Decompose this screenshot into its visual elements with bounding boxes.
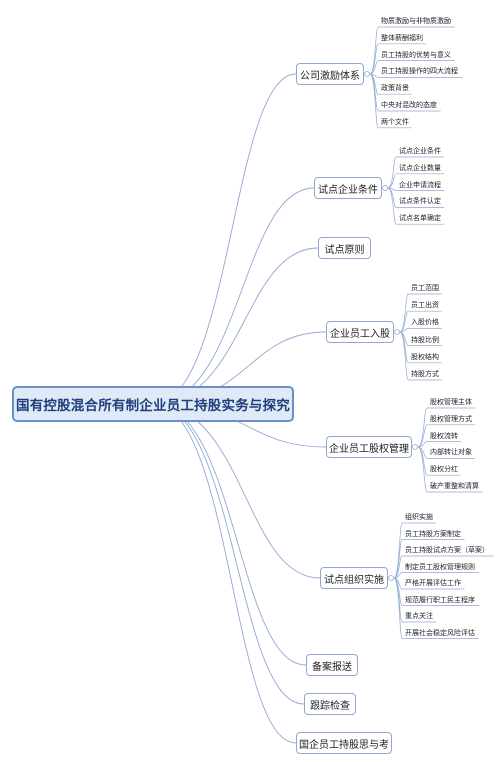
leaf-pilot-enterprise[interactable]: 企业申请流程 [399, 180, 441, 189]
connector-line [417, 446, 428, 493]
leaf-pilot-enterprise[interactable]: 试点企业数量 [399, 163, 441, 172]
leaf-equity-management[interactable]: 股权流转 [430, 431, 458, 440]
collapse-toggle-icon[interactable] [364, 71, 370, 77]
connector-line [399, 331, 409, 381]
leaf-employee-shares[interactable]: 持股方式 [411, 370, 439, 378]
collapse-toggle-icon[interactable] [394, 329, 400, 335]
topic-tracking[interactable]: 跟踪检查 [304, 693, 356, 715]
connector-line [393, 539, 403, 579]
topic-employee-shares[interactable]: 企业员工入股 [326, 321, 394, 343]
leaf-employee-shares[interactable]: 入股价格 [411, 318, 439, 327]
collapse-toggle-icon[interactable] [412, 444, 418, 450]
leaf-employee-shares[interactable]: 员工范围 [411, 284, 439, 292]
connector-line [417, 407, 428, 448]
connector-line [387, 173, 397, 189]
leaf-incentive[interactable]: 物质激励与非物质激励 [381, 17, 451, 25]
leaf-organization[interactable]: 重点关注 [405, 612, 433, 620]
collapse-toggle-icon[interactable] [382, 185, 388, 191]
connector-line [152, 247, 319, 405]
leaf-organization[interactable]: 员工持股方案制定 [405, 529, 461, 538]
leaf-incentive[interactable]: 整体薪酬福利 [381, 33, 423, 42]
connector-line [393, 522, 403, 579]
topic-pilot-enterprise[interactable]: 试点企业条件 [314, 177, 382, 199]
leaf-organization[interactable]: 开展社会稳定风险评估 [405, 628, 475, 637]
connector-line [399, 310, 409, 333]
leaf-equity-management[interactable]: 内部转让对象 [430, 448, 472, 457]
leaf-organization[interactable]: 员工持股试点方案（草案） [405, 546, 489, 554]
leaf-equity-management[interactable]: 股权管理主体 [430, 398, 472, 406]
connector-line [399, 328, 409, 333]
connector-line [369, 43, 379, 75]
leaf-incentive[interactable]: 员工持股操作的四大流程 [381, 67, 458, 76]
connector-line [417, 424, 428, 448]
connector-line [369, 26, 379, 75]
topic-incentive[interactable]: 公司激励体系 [296, 63, 364, 85]
connector-line [387, 187, 397, 225]
leaf-employee-shares[interactable]: 员工出资 [411, 301, 439, 310]
topic-reflection[interactable]: 国企员工持股思与考 [296, 732, 392, 754]
root-topic[interactable]: 国有控股混合所有制企业员工持股实务与探究 [12, 386, 294, 422]
leaf-pilot-enterprise[interactable]: 试点企业条件 [399, 147, 441, 155]
leaf-pilot-enterprise[interactable]: 试点条件认定 [399, 197, 441, 206]
leaf-equity-management[interactable]: 股权管理方式 [430, 414, 472, 423]
leaf-employee-shares[interactable]: 股权结构 [411, 352, 439, 361]
leaf-pilot-enterprise[interactable]: 试点名单确定 [399, 214, 441, 223]
leaf-incentive[interactable]: 两个文件 [381, 117, 409, 126]
leaf-incentive[interactable]: 政策背景 [381, 84, 409, 93]
connector-line [393, 555, 403, 579]
connector-line [152, 403, 305, 705]
topic-filing[interactable]: 备案报送 [306, 654, 358, 676]
leaf-employee-shares[interactable]: 持股比例 [411, 335, 439, 344]
leaf-equity-management[interactable]: 股权分红 [430, 465, 458, 474]
connector-line [152, 403, 321, 579]
connector-line [417, 441, 428, 448]
connector-line [399, 293, 409, 333]
collapse-toggle-icon[interactable] [388, 575, 394, 581]
connector-line [152, 403, 297, 744]
leaf-incentive[interactable]: 中央对混改的态度 [381, 101, 437, 109]
connector-line [369, 73, 379, 129]
connector-line [393, 572, 403, 579]
leaf-equity-management[interactable]: 破产重整和清算 [430, 482, 479, 490]
leaf-incentive[interactable]: 员工持股的优势与意义 [381, 50, 451, 59]
topic-pilot-principle[interactable]: 试点原则 [318, 237, 371, 259]
connector-line [369, 60, 379, 75]
connector-line [387, 156, 397, 189]
leaf-organization[interactable]: 制定员工股权管理规则 [405, 562, 475, 571]
leaf-organization[interactable]: 组织实施 [405, 513, 433, 521]
topic-organization[interactable]: 试点组织实施 [320, 567, 388, 589]
connector-line [152, 73, 297, 405]
topic-equity-management[interactable]: 企业员工股权管理 [326, 436, 412, 458]
leaf-organization[interactable]: 规范履行职工民主程序 [405, 595, 475, 604]
connector-line [393, 577, 403, 639]
leaf-organization[interactable]: 严格开展评估工作 [405, 579, 461, 587]
